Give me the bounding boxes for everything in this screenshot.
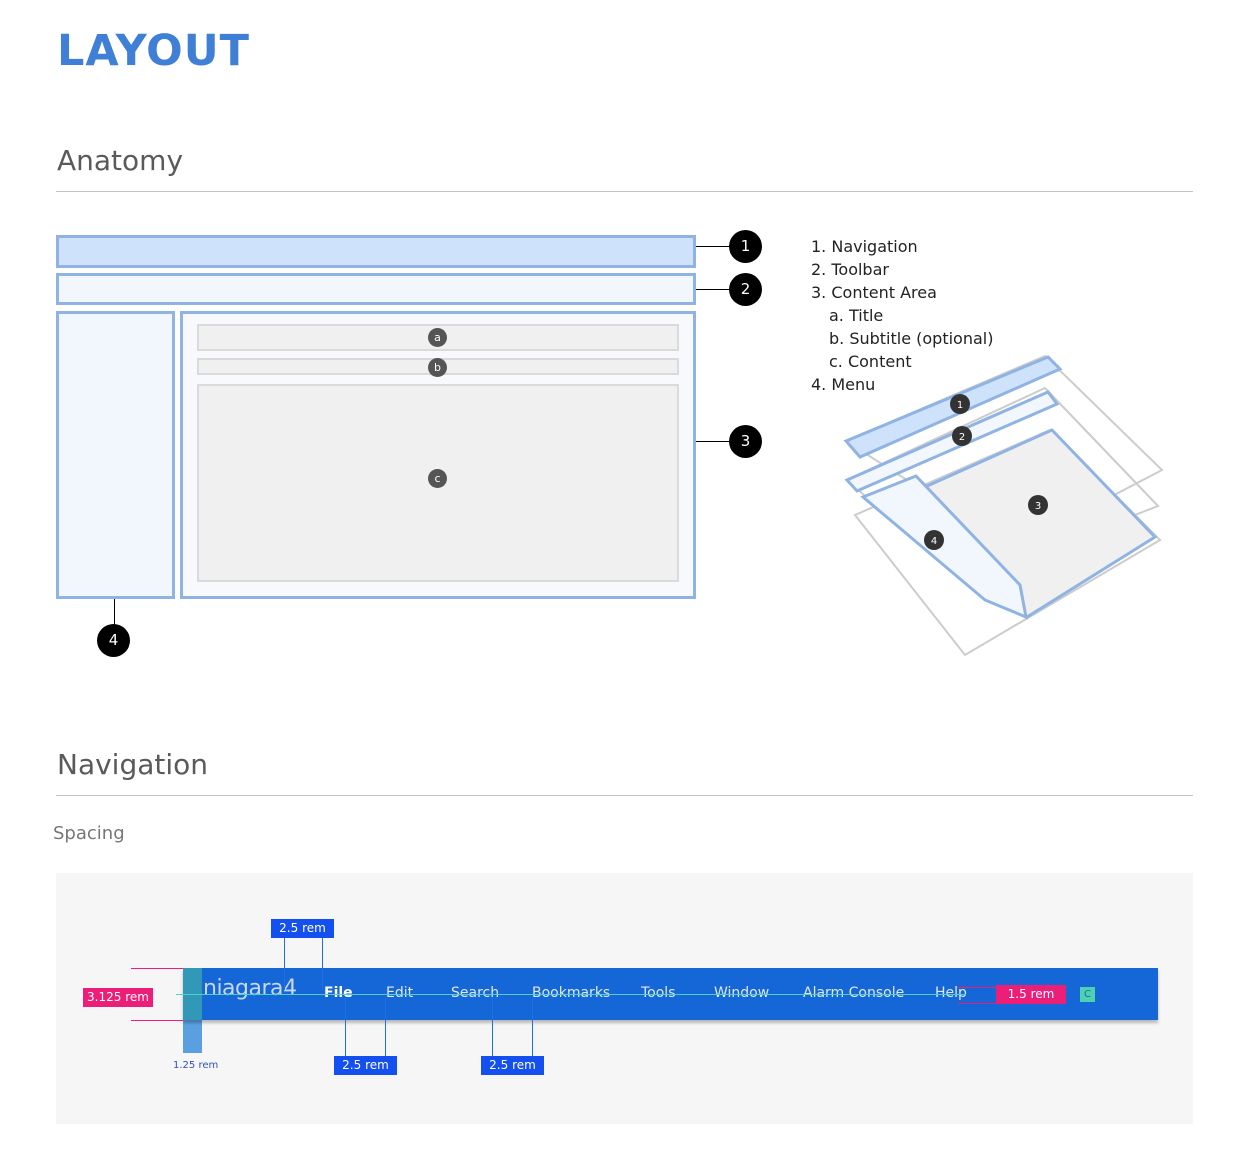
measure-tag-gap-1: 2.5 rem [334, 1056, 397, 1075]
section-divider-anatomy [56, 191, 1193, 192]
measure-label-left-padding: 1.25 rem [173, 1060, 219, 1071]
right-gap-guide-top [958, 987, 998, 988]
callout-4: 4 [97, 624, 130, 657]
iso-callout-3-label: 3 [1035, 501, 1041, 512]
legend-item-menu: 4. Menu [811, 375, 876, 394]
height-guide-top [131, 968, 183, 969]
gap-2-guide-left [492, 998, 493, 1056]
baseline-guide [176, 994, 966, 995]
measure-tag-height: 3.125 rem [83, 988, 153, 1007]
callout-leader-1 [696, 246, 730, 247]
navbar-item-bookmarks[interactable]: Bookmarks [532, 985, 611, 1001]
section-title-navigation: Navigation [57, 748, 209, 781]
callout-leader-4 [114, 599, 115, 625]
section-title-anatomy: Anatomy [57, 144, 184, 177]
measure-tag-gap-2: 2.5 rem [481, 1056, 544, 1075]
anatomy-label-a: a [428, 328, 447, 347]
navbar-item-tools[interactable]: Tools [641, 985, 676, 1001]
navbar-item-window[interactable]: Window [714, 985, 770, 1001]
anatomy-menu-box [56, 311, 175, 599]
iso-callout-2-label: 2 [959, 432, 965, 443]
anatomy-exploded-view: 1 2 3 4 [843, 354, 1164, 657]
gap-top-guide-left [284, 938, 285, 990]
callout-3: 3 [729, 425, 762, 458]
gap-top-guide-right [322, 938, 323, 990]
subsection-title-spacing: Spacing [53, 823, 125, 844]
height-guide-bottom [131, 1020, 183, 1021]
iso-callout-1 [950, 394, 970, 414]
iso-callout-3 [1028, 495, 1048, 515]
legend-item-content-area: 3. Content Area [811, 283, 937, 302]
iso-layer-base [853, 428, 1162, 657]
navbar-item-alarm-console[interactable]: Alarm Console [803, 985, 905, 1001]
right-gap-guide-bottom [958, 1003, 998, 1004]
measure-tag-top-gap: 2.5 rem [271, 919, 334, 938]
callout-2: 2 [729, 273, 762, 306]
iso-callout-2 [952, 426, 972, 446]
callout-leader-3 [696, 441, 730, 442]
anatomy-navigation-box [56, 235, 696, 268]
navbar-brand-logo: niagara4 [203, 976, 297, 1001]
anatomy-label-c: c [428, 469, 447, 488]
callout-leader-2 [696, 289, 730, 290]
iso-layer-menu [860, 474, 1028, 620]
navbar-user-icon[interactable]: C [1080, 987, 1095, 1002]
anatomy-label-b: b [428, 358, 447, 377]
legend-item-title: a. Title [829, 306, 884, 325]
section-divider-navigation [56, 795, 1193, 796]
anatomy-toolbar-box [56, 273, 696, 305]
page-title: LAYOUT [57, 26, 250, 76]
legend-item-navigation: 1. Navigation [811, 237, 918, 256]
anatomy-legend: 1. Navigation 2. Toolbar 3. Content Area… [811, 235, 993, 396]
gap-2-guide-right [532, 998, 533, 1056]
iso-callout-4 [924, 530, 944, 550]
iso-callout-4-label: 4 [931, 536, 937, 547]
legend-item-toolbar: 2. Toolbar [811, 260, 889, 279]
callout-1: 1 [729, 230, 762, 263]
legend-item-subtitle: b. Subtitle (optional) [829, 329, 994, 348]
navbar-item-search[interactable]: Search [451, 985, 500, 1001]
measure-tag-right-gap: 1.5 rem [996, 985, 1066, 1004]
gap-1-guide-left [345, 998, 346, 1056]
legend-item-content: c. Content [829, 352, 912, 371]
navbar-item-file[interactable]: File [324, 985, 353, 1001]
iso-layer-toolbar [844, 390, 1060, 493]
gap-1-guide-right [385, 998, 386, 1056]
navbar-item-edit[interactable]: Edit [386, 985, 414, 1001]
navbar-item-help[interactable]: Help [935, 985, 967, 1001]
iso-callout-1-label: 1 [957, 400, 963, 411]
